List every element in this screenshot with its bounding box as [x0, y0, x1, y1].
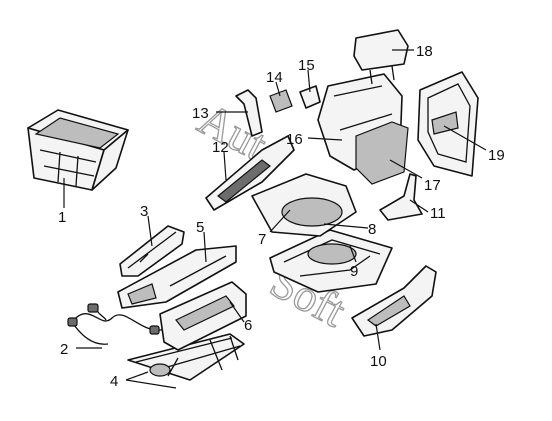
callout-9: 9: [350, 263, 358, 280]
leader-lines: [63, 49, 487, 389]
part-cushion-base: [269, 229, 393, 293]
part-recline-lever: [379, 173, 423, 221]
callout-18: 18: [416, 43, 433, 60]
part-headrest-guide-2: [299, 85, 321, 109]
part-back-pad: [355, 121, 409, 185]
part-back-panel: [417, 71, 479, 177]
callout-17: 17: [424, 177, 441, 194]
callout-5: 5: [196, 219, 204, 236]
callout-3: 3: [140, 203, 148, 220]
callout-12: 12: [212, 139, 229, 156]
part-headrest: [353, 29, 409, 85]
callout-14: 14: [266, 69, 283, 86]
callout-4: 4: [110, 373, 118, 390]
part-side-trim: [351, 265, 437, 337]
callout-6: 6: [244, 317, 252, 334]
part-cushion: [251, 173, 357, 237]
callout-2: 2: [60, 341, 68, 358]
part-belt-buckle: [235, 89, 263, 137]
callout-10: 10: [370, 353, 387, 370]
callout-13: 13: [192, 105, 209, 122]
part-wiring-harness: [67, 303, 197, 345]
callout-16: 16: [286, 131, 303, 148]
part-seat-track: [127, 333, 245, 381]
callout-15: 15: [298, 57, 315, 74]
part-headrest-guide: [269, 89, 293, 113]
callout-8: 8: [368, 221, 376, 238]
callout-1: 1: [58, 209, 66, 226]
part-storage-tray: [27, 109, 129, 191]
callout-19: 19: [488, 147, 505, 164]
callout-labels: 1 2 3 4 5 6 7 8 9 10 11 12 13 14 15 16 1…: [58, 43, 505, 390]
part-bracket: [119, 225, 185, 277]
part-side-cover: [205, 135, 295, 211]
part-frame-base: [159, 281, 247, 351]
callout-11: 11: [430, 205, 446, 222]
callout-7: 7: [258, 231, 266, 248]
